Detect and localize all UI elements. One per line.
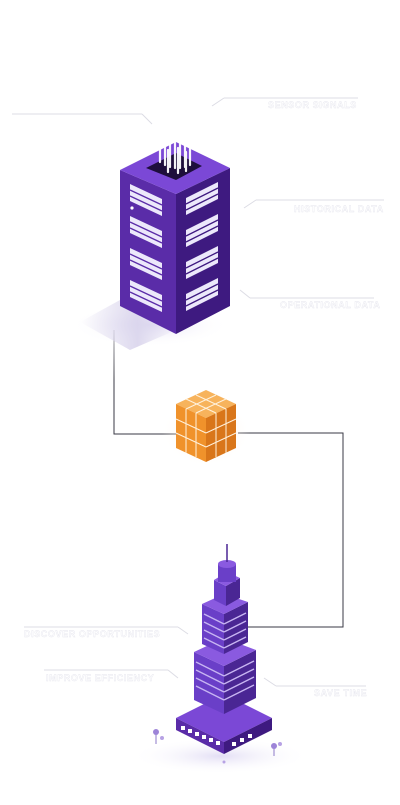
smart-building-icon bbox=[130, 544, 310, 774]
label-leader-lines bbox=[12, 97, 384, 687]
tower-middle-stripes bbox=[203, 612, 247, 649]
server-right-window-stripes bbox=[185, 187, 219, 307]
cube-grid bbox=[175, 394, 237, 457]
tower-upper-left bbox=[214, 580, 226, 606]
server-shadow bbox=[80, 300, 176, 350]
server-left-window-stripes bbox=[129, 189, 163, 308]
tower-ground-glow bbox=[130, 738, 310, 774]
tower-lower-left bbox=[194, 652, 224, 714]
server-right-windows bbox=[186, 182, 218, 311]
label-discover-opportunities: DISCOVER OPPORTUNITIES bbox=[24, 629, 160, 639]
label-save-time: SAVE TIME bbox=[314, 688, 367, 698]
tower-base-left bbox=[176, 718, 224, 754]
leader-top-left-diag bbox=[141, 113, 153, 125]
server-left-windows bbox=[130, 184, 162, 312]
processing-cube-icon bbox=[162, 390, 250, 466]
label-improve-efficiency: IMPROVE EFFICIENCY bbox=[46, 673, 154, 683]
cube-right bbox=[206, 404, 236, 462]
label-sensor-signals: SENSOR SIGNALS bbox=[268, 100, 357, 110]
tower-spire-cap bbox=[218, 560, 236, 568]
leader-sensor-signals bbox=[211, 97, 225, 107]
tower-base-windows bbox=[181, 726, 252, 746]
tower-trees bbox=[153, 729, 282, 764]
connector-cube-to-tower bbox=[238, 432, 344, 628]
tower-upper-right bbox=[226, 578, 240, 606]
server-sparkle bbox=[130, 206, 134, 210]
tower-lower-stripes bbox=[195, 660, 255, 701]
server-cooling-rods bbox=[158, 130, 192, 175]
data-server-icon bbox=[70, 130, 230, 350]
leader-operational-data bbox=[239, 289, 251, 299]
label-operational-data: OPERATIONAL DATA bbox=[280, 300, 380, 310]
label-historical-data: HISTORICAL DATA bbox=[294, 204, 384, 214]
leader-discover-diag bbox=[177, 626, 189, 635]
tower-lower-right bbox=[224, 650, 256, 714]
leader-historical-data bbox=[243, 199, 257, 209]
cube-left bbox=[176, 404, 206, 462]
leader-improve-diag bbox=[167, 669, 179, 679]
leader-save-time bbox=[263, 677, 277, 687]
diagram-labels: SENSOR SIGNALS HISTORICAL DATA OPERATION… bbox=[24, 100, 384, 698]
tower-spire-body bbox=[218, 564, 236, 582]
